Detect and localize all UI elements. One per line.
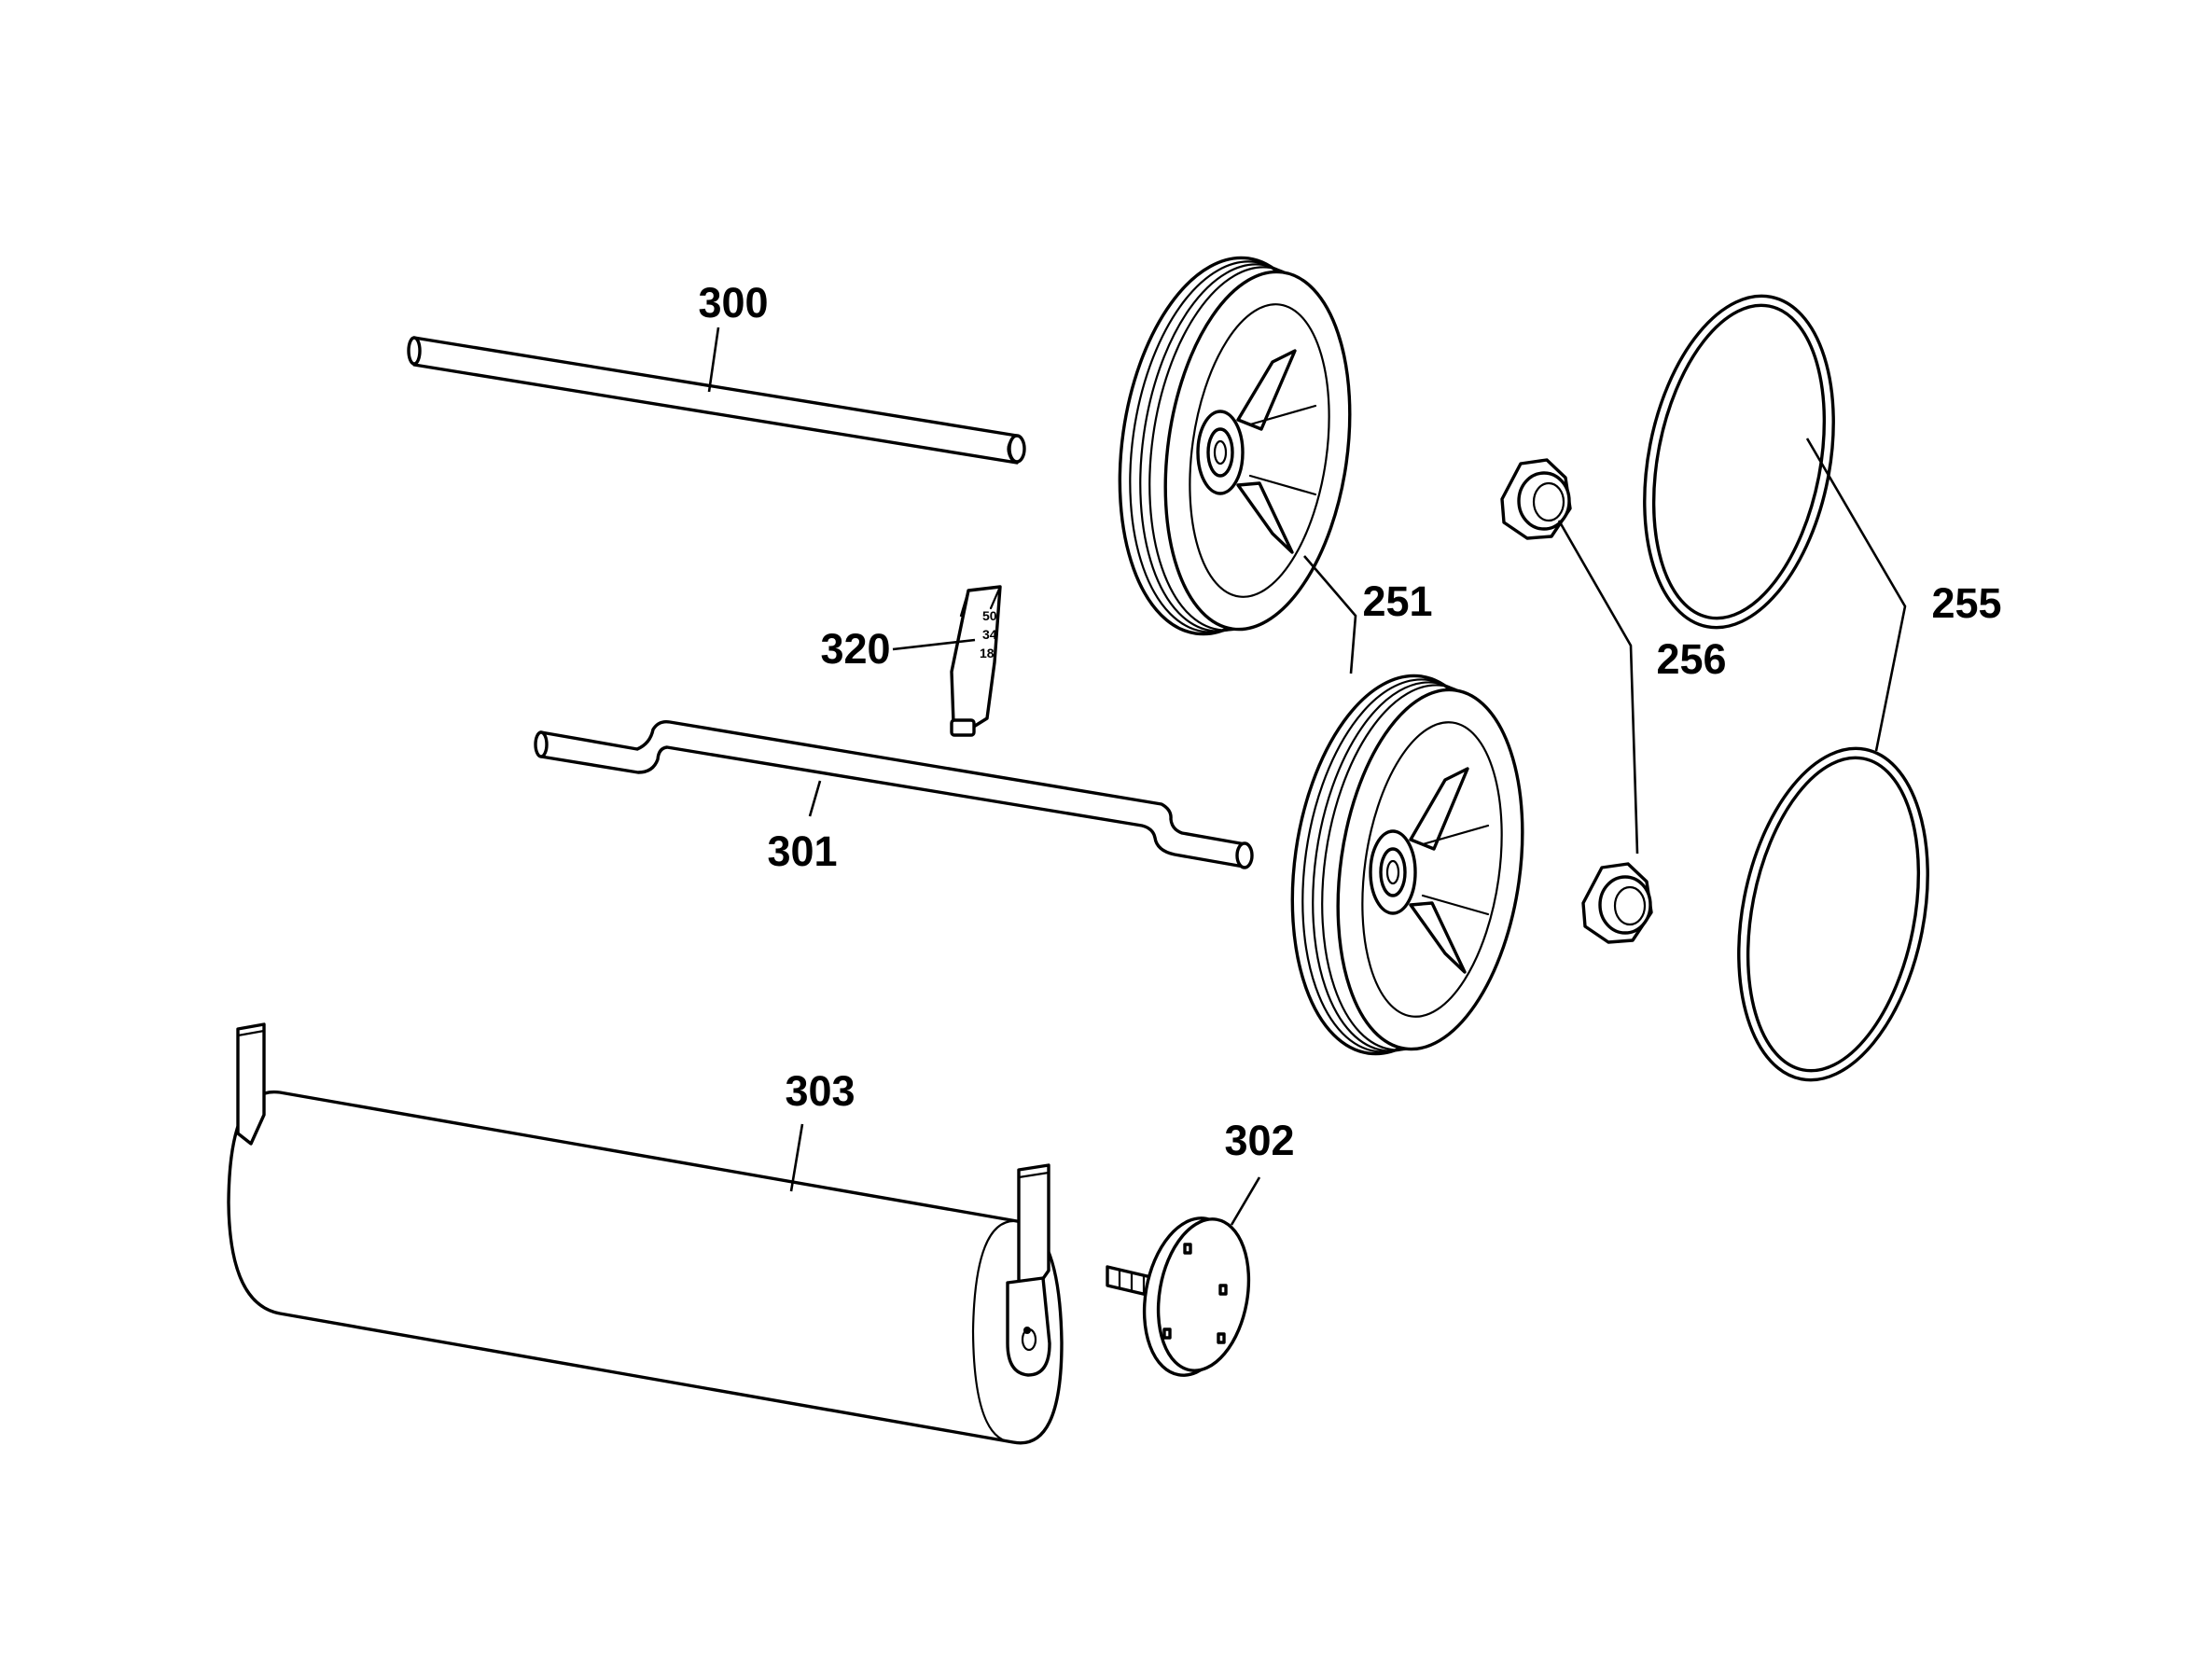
hub-nut-256-lower: [1581, 862, 1653, 944]
tyre-ring-255-lower: [1737, 746, 1929, 1082]
callout-320: 320: [820, 625, 890, 673]
leader-300: [707, 327, 720, 393]
wheel-251-upper: [1118, 256, 1352, 636]
wheel-251-lower: [1290, 674, 1524, 1056]
gauge-mark-18: 18: [980, 646, 995, 660]
axle-rod-300: [407, 336, 1026, 465]
hub-nut-256-upper: [1500, 458, 1572, 540]
cranked-rod-301: [534, 719, 1254, 869]
gauge-mark-34: 34: [982, 627, 997, 642]
leader-320: [892, 638, 976, 651]
leader-302: [1230, 1176, 1261, 1226]
leader-301: [808, 780, 822, 817]
leader-251: [1303, 555, 1357, 674]
callout-300: 300: [698, 279, 768, 327]
leader-255: [1805, 438, 1907, 752]
roller-drum-303: [227, 1022, 1064, 1445]
callout-301: 301: [767, 827, 837, 875]
callout-302: 302: [1224, 1117, 1294, 1164]
callout-256: 256: [1656, 635, 1726, 683]
callout-255: 255: [1931, 579, 2001, 627]
leader-303: [789, 1123, 804, 1192]
height-adjuster-320: 50 34 18: [950, 585, 1002, 737]
callout-303: 303: [785, 1067, 855, 1115]
drum-bracket-left: [236, 1022, 266, 1146]
gauge-mark-50: 50: [982, 608, 997, 623]
end-cap-302: [1106, 1216, 1251, 1377]
leader-256: [1557, 520, 1639, 855]
tyre-ring-255-upper: [1643, 294, 1835, 630]
callout-251: 251: [1362, 577, 1432, 625]
drum-bracket-right: [1006, 1163, 1051, 1377]
